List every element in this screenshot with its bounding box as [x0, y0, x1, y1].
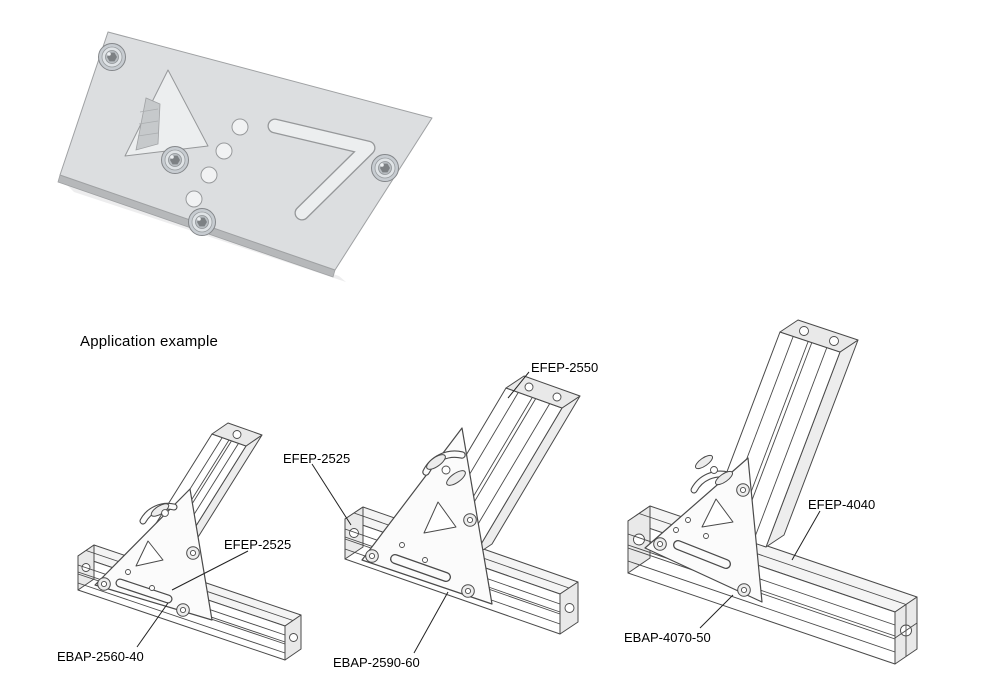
label-efep-2525-ex2: EFEP-2525 [283, 451, 351, 466]
profile-center-hole [349, 528, 359, 538]
bottom-slot [673, 540, 731, 569]
triangle-cutout [423, 501, 457, 534]
small-hole [703, 533, 709, 539]
leader-line-efep-2525-ex2 [311, 463, 352, 526]
label-efep-4040: EFEP-4040 [808, 497, 876, 512]
bracket-plate [94, 488, 213, 621]
bracket-plate [644, 454, 763, 603]
leader-line-efep-2550 [507, 371, 530, 399]
plate-bolt [653, 537, 667, 551]
leader-line-ebap-2560-40 [136, 602, 169, 648]
small-hole [673, 527, 679, 533]
bottom-slot [390, 554, 451, 582]
plate-bolt [176, 603, 190, 617]
small-hole [149, 585, 155, 591]
bracket-plate-surface [59, 31, 433, 271]
bracket-plate [361, 427, 493, 605]
mounting-holes [185, 118, 249, 208]
plate-bolt [463, 513, 477, 527]
angle-adjustment-slot [267, 118, 376, 221]
small-hole [125, 569, 131, 575]
gusset-through-cutout [135, 97, 161, 151]
plate-bolt [186, 546, 200, 560]
profile-center-hole [524, 382, 534, 392]
plate-bolt [737, 583, 751, 597]
leader-line-efep-4040 [791, 510, 821, 561]
small-hole [399, 542, 405, 548]
wing-bolt [426, 454, 466, 486]
profile-center-hole [564, 603, 575, 613]
profile-center-hole [289, 633, 298, 642]
plate-bolt [461, 584, 475, 598]
label-efep-2550: EFEP-2550 [531, 360, 599, 375]
plate-bolt [365, 549, 379, 563]
label-ebap-2590-60: EBAP-2590-60 [333, 655, 420, 670]
small-hole [685, 517, 691, 523]
profile-center-hole [829, 336, 839, 346]
plate-bolt [736, 483, 750, 497]
plate-bolt [97, 577, 111, 591]
leader-line-ebap-4070-50 [699, 594, 734, 629]
triangle-cutout [135, 540, 164, 567]
wing-bolt [694, 454, 734, 486]
bottom-slot [115, 578, 173, 604]
application-example-2 [311, 371, 581, 654]
triangle-cutout [701, 498, 734, 528]
section-heading: Application example [80, 333, 219, 350]
leader-line-efep-2525-ex1 [171, 550, 249, 591]
product-photo [57, 31, 433, 282]
label-ebap-2560-40: EBAP-2560-40 [57, 649, 144, 664]
profile-center-hole [552, 392, 562, 402]
leader-line-ebap-2590-60 [413, 591, 449, 654]
label-efep-2525-ex1: EFEP-2525 [224, 537, 292, 552]
label-ebap-4070-50: EBAP-4070-50 [624, 630, 711, 645]
application-example-1 [77, 422, 302, 661]
profile-center-hole [799, 326, 809, 336]
profile-center-hole [232, 430, 242, 439]
small-hole [422, 557, 428, 563]
application-example-3 [627, 319, 918, 665]
